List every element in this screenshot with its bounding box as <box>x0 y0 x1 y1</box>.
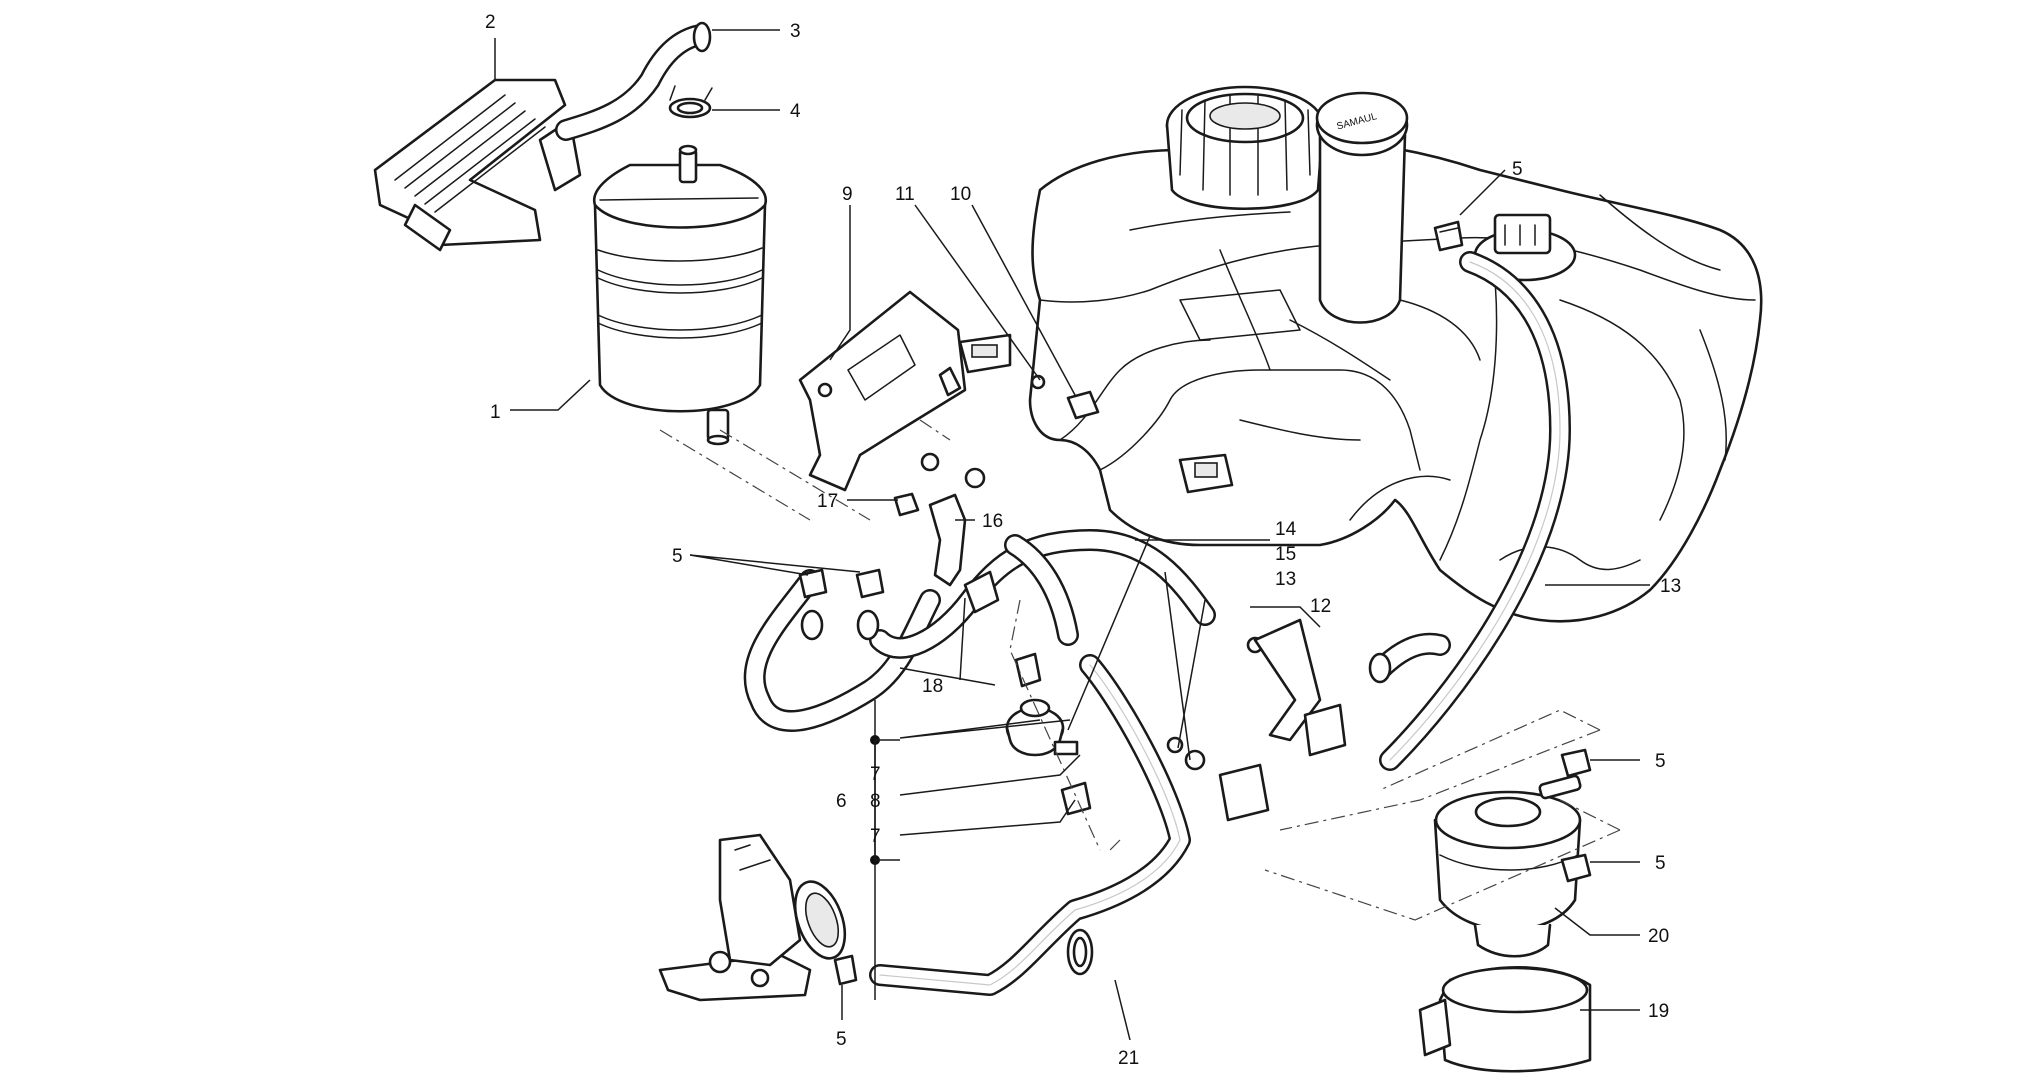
clamps-and-fasteners <box>798 374 1592 986</box>
callout-20: 20 <box>1648 926 1669 947</box>
purge-valve <box>1005 698 1079 757</box>
callout-4: 4 <box>790 101 801 122</box>
callout-5-throttle: 5 <box>836 1029 847 1050</box>
assembly-lines <box>659 419 1621 921</box>
callout-19: 19 <box>1648 1001 1669 1022</box>
callout-6: 6 <box>836 791 847 812</box>
callout-5-tank: 5 <box>1512 159 1523 180</box>
purge-hose <box>869 654 1191 996</box>
callout-2: 2 <box>485 12 496 33</box>
callout-18: 18 <box>922 676 943 697</box>
canister-cover <box>373 21 712 252</box>
callout-21: 21 <box>1118 1048 1139 1069</box>
callout-11: 11 <box>895 184 915 205</box>
callout-1: 1 <box>490 402 501 423</box>
hose-clamp <box>1433 220 1464 252</box>
mounting-bracket <box>798 290 1012 492</box>
leader-lines <box>494 29 1650 1041</box>
callout-17: 17 <box>817 491 838 512</box>
callout-3: 3 <box>790 21 801 42</box>
callout-8: 8 <box>870 791 881 812</box>
callout-12: 12 <box>1310 596 1331 617</box>
callout-14: 14 <box>1275 519 1297 540</box>
fuel-tank: SAMAUL <box>1028 85 1763 623</box>
canister <box>592 144 768 446</box>
callout-5-filter-top: 5 <box>1655 751 1666 772</box>
spring-clip <box>668 85 713 119</box>
callout-9: 9 <box>842 184 853 205</box>
callout-15: 15 <box>1275 544 1296 565</box>
callout-5-filter-mid: 5 <box>1655 853 1666 874</box>
callout-13-left: 13 <box>1275 569 1296 590</box>
callout-13-right: 13 <box>1660 576 1681 597</box>
callout-labels: 2 3 4 1 9 11 10 5 17 16 5 14 15 13 12 13… <box>485 12 1681 1069</box>
vent-hoses <box>743 529 1451 732</box>
throttle-body <box>658 833 847 1002</box>
callout-5-hoses: 5 <box>672 546 683 567</box>
filter-bracket <box>1418 966 1592 1073</box>
callout-10: 10 <box>950 184 971 205</box>
fuel-filter <box>1433 774 1582 958</box>
hose-13-long <box>1379 251 1571 771</box>
callout-16: 16 <box>982 511 1003 532</box>
callout-7-lower: 7 <box>870 826 881 847</box>
callout-7-upper: 7 <box>870 764 881 785</box>
